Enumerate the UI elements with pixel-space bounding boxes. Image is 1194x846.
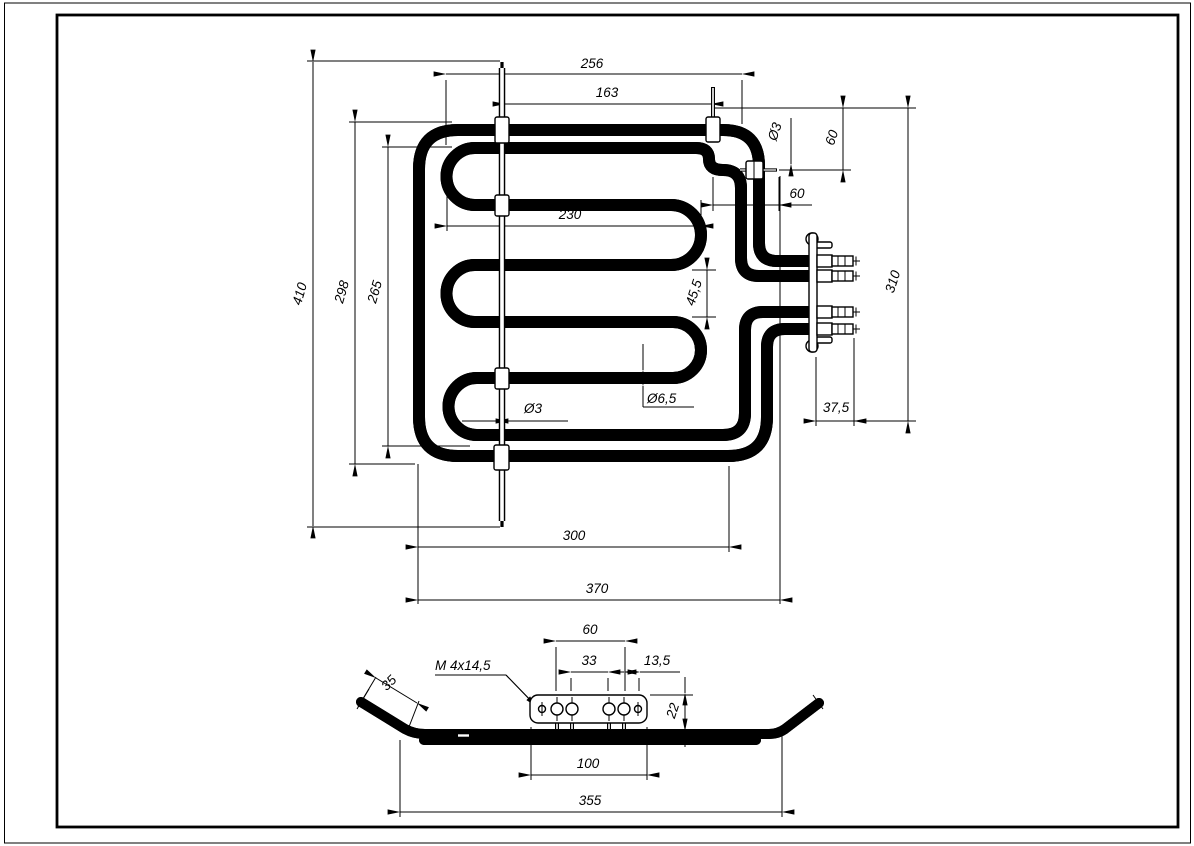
dim-span-60: 60 xyxy=(543,622,638,691)
dim-label-310: 310 xyxy=(882,268,903,295)
pin-hole xyxy=(550,702,564,716)
side-rod-clamp xyxy=(456,729,471,742)
dim-span-13-5: 13,5 xyxy=(610,653,680,691)
dim-height-22: 22 xyxy=(650,677,693,747)
dim-label-pin-drop-60: 60 xyxy=(822,128,841,147)
dim-label-163: 163 xyxy=(596,85,619,100)
rod-clamp xyxy=(494,367,510,390)
terminal-bracket xyxy=(805,232,833,353)
terminal-pins xyxy=(816,254,860,336)
terminal-pin xyxy=(816,305,860,319)
dim-offset-37-5: 37,5 xyxy=(803,338,867,426)
dim-label-tube-dia: Ø6,5 xyxy=(646,391,677,406)
dim-label-265: 265 xyxy=(364,278,385,305)
dim-span-33: 33 xyxy=(558,653,621,691)
support-pin-right xyxy=(740,160,777,180)
top-view-dimensions: 410 298 265 256 163 xyxy=(289,49,916,604)
dim-label-300: 300 xyxy=(563,528,586,543)
terminal-pin xyxy=(816,254,860,268)
rod-clamp xyxy=(494,194,510,217)
dim-width-256: 256 xyxy=(433,56,755,145)
dim-rod-dia: Ø3 xyxy=(462,401,568,424)
dim-height-298: 298 xyxy=(331,109,452,477)
dim-label-span-60: 60 xyxy=(582,622,598,637)
dim-label-height-22: 22 xyxy=(663,701,682,721)
mounting-plate xyxy=(529,694,648,724)
dim-label-span-13-5: 13,5 xyxy=(644,653,671,668)
dim-label-thread: M 4x14,5 xyxy=(435,658,491,673)
dim-pin-drop-60: 60 xyxy=(711,95,916,183)
rod-clamp xyxy=(493,444,510,471)
pin-hole xyxy=(602,702,616,716)
dim-label-pin-dia: Ø3 xyxy=(764,120,784,143)
pin-hole xyxy=(565,702,579,716)
dim-label-37-5: 37,5 xyxy=(823,400,850,415)
side-view: 60 33 13,5 M 4x14,5 xyxy=(356,622,824,817)
pin-hole xyxy=(617,702,631,716)
terminal-pin xyxy=(816,322,860,336)
dim-label-span-33: 33 xyxy=(581,653,597,668)
rod-clamp xyxy=(494,116,510,144)
dim-height-410: 410 xyxy=(289,49,500,539)
dim-pin-dia: Ø3 xyxy=(764,118,794,177)
tube-end-cap xyxy=(812,694,824,710)
dim-label-410: 410 xyxy=(289,280,310,306)
tube-end-cap xyxy=(356,688,370,710)
support-rod xyxy=(493,62,510,527)
dim-width-163: 163 xyxy=(492,85,724,107)
top-view: 410 298 265 256 163 xyxy=(289,49,916,604)
dim-label-span-355: 355 xyxy=(579,793,602,808)
dim-width-300: 300 xyxy=(405,464,742,604)
dim-label-256: 256 xyxy=(580,56,604,71)
dim-label-plate-100: 100 xyxy=(577,756,600,771)
side-element xyxy=(356,688,824,745)
dim-label-298: 298 xyxy=(331,278,352,305)
dim-label-370: 370 xyxy=(586,581,609,596)
support-pin-top xyxy=(705,87,721,143)
dim-pin-len-60: 60 xyxy=(700,177,812,211)
dim-span-355: 355 xyxy=(387,735,795,817)
terminal-pin xyxy=(816,269,860,283)
dim-label-rod-dia: Ø3 xyxy=(523,401,543,416)
dim-tube-dia: Ø6,5 xyxy=(640,344,694,408)
dim-label-pin-len-60: 60 xyxy=(789,186,805,201)
dim-width-370: 370 xyxy=(405,176,793,604)
